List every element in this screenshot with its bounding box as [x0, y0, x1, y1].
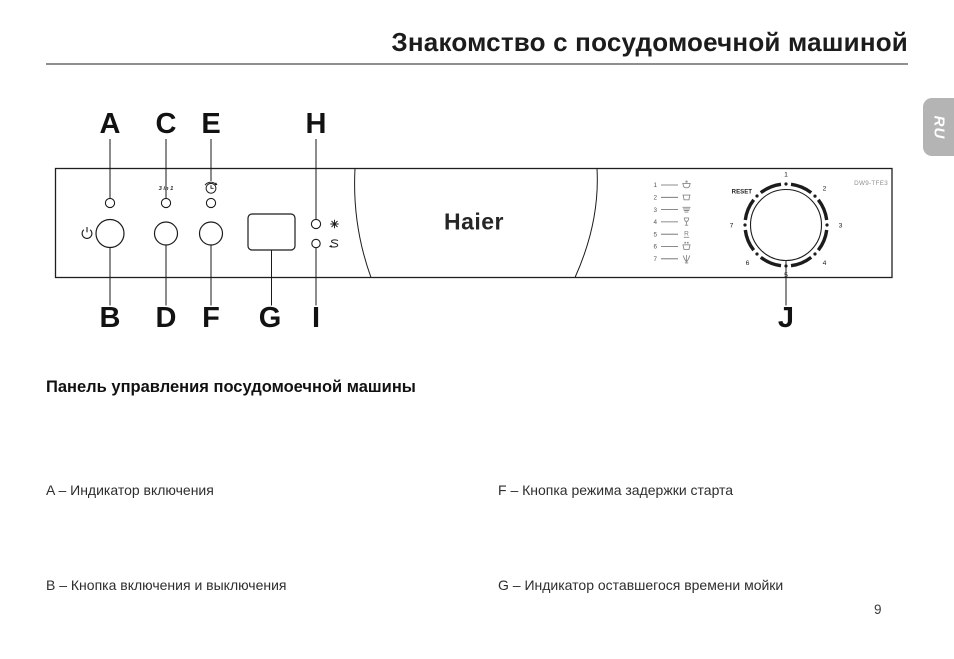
callout-letter-f: F [202, 302, 220, 334]
title-divider [46, 63, 908, 65]
callout-letter-d: D [156, 302, 177, 334]
dial-number-1: 1 [784, 172, 788, 179]
spray-rinse-icon [682, 255, 691, 264]
dial-number-2: 2 [823, 186, 827, 193]
program-number: 5 [653, 231, 657, 238]
rinse-aid-indicator [310, 218, 322, 230]
legend-item-f: F – Кнопка режима задержки старта [498, 482, 734, 499]
dial-number-4: 4 [823, 260, 827, 267]
three-in-one-button [153, 221, 179, 246]
callout-letter-i: I [312, 302, 320, 334]
dial-number-7: 7 [730, 223, 734, 230]
letter-r-rapid-icon: R [683, 231, 690, 238]
callout-letter-b: B [100, 302, 121, 334]
three-in-one-label: 3 in 1 [159, 186, 174, 192]
delay-indicator [205, 197, 217, 209]
svg-text:R: R [684, 231, 689, 238]
display-window [247, 213, 296, 251]
rinse-aid-icon [330, 219, 339, 229]
power-icon [81, 227, 93, 239]
program-number: 7 [653, 256, 657, 263]
legend-item-g: G – Индикатор оставшегося времени мойки [498, 576, 784, 593]
dial-number-3: 3 [839, 223, 843, 230]
power-button [95, 218, 125, 249]
callout-letter-g: G [259, 302, 282, 334]
dial-ring [743, 182, 829, 268]
soak-basin-icon [682, 241, 691, 250]
legend-item-b: B – Кнопка включения и выключения [46, 576, 287, 593]
pot-intensive-icon [682, 180, 691, 189]
language-tab: RU [923, 98, 954, 156]
callout-letter-e: E [201, 108, 220, 140]
dial-number-6: 6 [746, 260, 750, 267]
program-number: 2 [653, 195, 657, 202]
model-label: DW9-TFE3 [854, 180, 888, 187]
callout-letter-j: J [778, 302, 794, 334]
power-indicator [104, 197, 116, 209]
dial-reset-label: RESET [732, 189, 753, 196]
legend-item-a: A – Индикатор включения [46, 482, 214, 499]
dial-position-dots [743, 182, 829, 268]
legend-heading: Панель управления посудомоечной машины [46, 378, 416, 396]
salt-indicator [311, 238, 321, 249]
panel-curve-right [574, 168, 598, 278]
three-in-one-indicator [160, 197, 172, 209]
dish-normal-icon [682, 194, 691, 201]
panel-curve-left [354, 168, 372, 278]
legend-right-column: F – Кнопка режима задержки старта G – Ин… [498, 412, 803, 659]
delay-button [198, 221, 224, 246]
program-number: 3 [653, 207, 657, 214]
dial-knob [749, 188, 823, 262]
program-number: 4 [653, 219, 657, 226]
delay-timer-icon [204, 181, 218, 194]
stacked-plates-icon [682, 206, 691, 213]
callout-letter-h: H [306, 108, 327, 140]
legend-left-column: A – Индикатор включения B – Кнопка включ… [46, 412, 306, 659]
callout-letter-c: C [156, 108, 177, 140]
page-title: Знакомство с посудомоечной машиной [391, 27, 908, 57]
program-number: 1 [653, 182, 657, 189]
program-dial: 1 2 3 4 5 6 7 RESET [730, 172, 843, 280]
salt-icon [328, 239, 339, 248]
callout-letter-a: A [100, 108, 121, 140]
wine-glass-icon [683, 217, 690, 226]
program-list: 1 2 3 4 5 R [653, 180, 691, 264]
dial-number-5: 5 [784, 272, 788, 279]
program-number: 6 [653, 244, 657, 251]
page-number: 9 [874, 602, 882, 617]
brand-logo: Haier [444, 209, 504, 235]
